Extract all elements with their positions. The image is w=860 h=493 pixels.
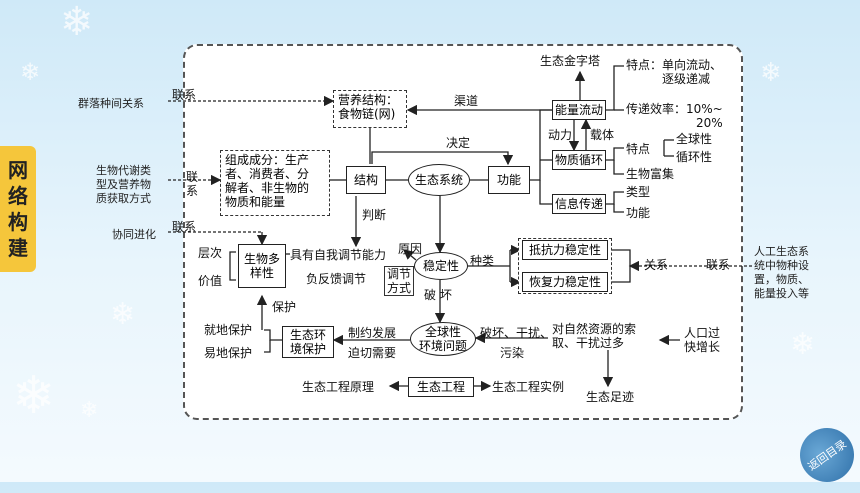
external-coevolution: 协同进化	[112, 228, 156, 241]
connector-lines	[168, 65, 752, 392]
node-bioaccumulation: 生物富集	[626, 167, 675, 181]
side-title-char: 构	[8, 210, 28, 234]
node-over-use: 对自然资源的索 取、干扰过多	[552, 322, 637, 350]
node-negative-feedback: 负反馈调节	[306, 272, 367, 286]
link-label: 联系	[172, 88, 197, 102]
node-biodiversity: 生物多 样性	[238, 244, 286, 288]
external-community: 群落种间关系	[78, 97, 144, 110]
node-composition: 组成成分：生产 者、消费者、分 解者、非生物的 物质和能量	[220, 150, 330, 216]
external-metabolism: 生物代谢类 型及营养物 质获取方式	[96, 164, 151, 205]
node-resistance: 抵抗力稳定性	[522, 240, 608, 260]
node-global: 全球性	[676, 132, 713, 146]
node-adjust-way: 调节 方式	[384, 266, 415, 296]
section-title-tab: 网 络 构 建	[0, 146, 36, 272]
node-energy-feature: 特点：单向流动、 逐级递减	[626, 58, 723, 86]
node-matter-feature: 特点	[626, 142, 651, 156]
link-label: 联 系	[186, 170, 199, 198]
link-label: 决定	[446, 136, 471, 150]
link-label: 种类	[470, 254, 495, 268]
snowflake-decoration: ❄	[20, 58, 41, 86]
node-insitu: 就地保护	[204, 323, 253, 337]
side-title-char: 建	[8, 236, 28, 260]
side-title-char: 网	[8, 158, 28, 182]
link-label: 渠道	[454, 94, 479, 108]
node-env-protection: 生态环 境保护	[282, 326, 334, 358]
link-label: 载体	[590, 128, 615, 142]
link-label: 迫切需要	[348, 346, 397, 360]
link-label: 制约发展	[348, 326, 397, 340]
node-stability: 稳定性	[414, 252, 468, 280]
node-examples: 生态工程实例	[492, 380, 565, 394]
node-global-issue: 全球性 环境问题	[410, 322, 476, 356]
node-roles: 功能	[626, 206, 651, 220]
snowflake-decoration: ❄	[12, 366, 56, 426]
node-engineering: 生态工程	[408, 377, 474, 397]
snowflake-decoration: ❄	[60, 0, 94, 45]
snowflake-decoration: ❄	[110, 297, 136, 332]
node-types: 类型	[626, 185, 651, 199]
link-label: 保护	[272, 300, 297, 314]
snowflake-decoration: ❄	[760, 58, 782, 88]
node-matter-cycle: 物质循环	[552, 150, 606, 170]
link-label: 原因	[398, 242, 423, 256]
node-footprint: 生态足迹	[586, 390, 635, 404]
snowflake-decoration: ❄	[80, 398, 99, 423]
node-population: 人口过 快增长	[684, 326, 721, 354]
node-energy-flow: 能量流动	[552, 100, 606, 120]
link-label: 动力	[548, 128, 573, 142]
link-label: 联系	[706, 258, 731, 272]
side-title-char: 络	[8, 184, 28, 208]
node-function: 功能	[488, 166, 530, 194]
node-self-regulation: 具有自我调节能力	[290, 248, 387, 262]
link-label: 判断	[362, 208, 387, 222]
link-label: 破 坏	[424, 288, 452, 302]
link-label: 关系	[644, 258, 669, 272]
node-info-transfer: 信息传递	[552, 194, 606, 214]
node-cyclic: 循环性	[676, 150, 713, 164]
node-principle: 生态工程原理	[302, 380, 375, 394]
node-levels: 层次	[198, 246, 223, 260]
node-structure: 结构	[346, 166, 386, 194]
link-label: 破坏、干扰、	[480, 326, 553, 340]
link-label: 联系	[172, 220, 197, 234]
node-resilience: 恢复力稳定性	[522, 272, 608, 292]
node-exsitu: 易地保护	[204, 346, 253, 360]
external-artificial: 人工生态系 统中物种设 置，物质、 能量投入等	[754, 245, 809, 300]
snowflake-decoration: ❄	[790, 327, 816, 362]
node-values: 价值	[198, 274, 223, 288]
link-label: 污染	[500, 346, 525, 360]
concept-map-board	[183, 44, 743, 420]
node-efficiency: 传递效率：10%~ 20%	[626, 102, 723, 130]
node-ecosystem: 生态系统	[408, 164, 470, 196]
node-pyramid: 生态金字塔	[540, 54, 601, 68]
node-trophic-structure: 营养结构： 食物链(网)	[333, 90, 407, 128]
